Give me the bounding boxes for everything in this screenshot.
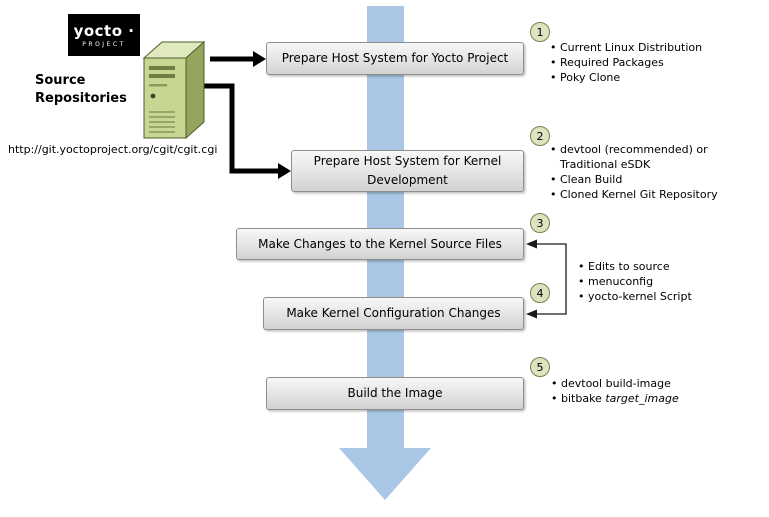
step3-4-shared-bullets: Edits to source menuconfig yocto-kernel …: [577, 259, 757, 304]
bullet-item-italic-text: target_image: [605, 392, 679, 405]
bullet-item-text: bitbake: [561, 392, 606, 405]
source-label-line2: Repositories: [35, 91, 127, 106]
yocto-logo-subtitle: PROJECT: [82, 41, 126, 48]
bullet-item: Cloned Kernel Git Repository: [549, 187, 749, 202]
bracket-arrowhead-step3: [526, 239, 537, 249]
repo-url: http://git.yoctoproject.org/cgit/cgit.cg…: [8, 143, 218, 156]
bullet-item: Current Linux Distribution: [549, 40, 761, 55]
step-circle-3: 3: [530, 213, 550, 233]
yocto-logo-title: yocto ·: [73, 22, 135, 40]
step5-bullets: devtool build-image bitbake target_image: [550, 376, 755, 406]
step-box-4-label: Make Kernel Configuration Changes: [286, 306, 501, 320]
bullet-item: Poky Clone: [549, 70, 761, 85]
bullet-item: menuconfig: [577, 274, 757, 289]
server-slot: [149, 84, 167, 87]
bullet-item: Required Packages: [549, 55, 761, 70]
step-box-5: Build the Image: [266, 377, 524, 410]
bullet-item: bitbake target_image: [550, 391, 755, 406]
source-repositories-label: Source Repositories: [35, 72, 127, 108]
step-box-3-label: Make Changes to the Kernel Source Files: [258, 236, 502, 251]
server-to-step2-arrowhead: [278, 163, 291, 179]
step-box-1-label: Prepare Host System for Yocto Project: [281, 51, 509, 65]
bullet-item: devtool build-image: [550, 376, 755, 391]
server-to-step2-arrow: [196, 83, 279, 174]
step-circle-4: 4: [530, 283, 550, 303]
step-box-2: Prepare Host System for Kernel Developme…: [291, 150, 524, 192]
step-box-3: Make Changes to the Kernel Source Files: [236, 228, 524, 260]
server-icon: [142, 40, 206, 140]
step-box-4: Make Kernel Configuration Changes: [263, 297, 524, 330]
step-box-2-label: Prepare Host System for Kernel Developme…: [313, 154, 502, 187]
server-drive-bay: [149, 66, 175, 70]
step-circle-2: 2: [530, 126, 550, 146]
step-circle-5: 5: [530, 357, 550, 377]
server-drive-bay: [149, 74, 175, 78]
server-side-face: [185, 40, 205, 140]
step-box-1: Prepare Host System for Yocto Project: [266, 42, 524, 75]
yocto-logo: yocto · PROJECT: [68, 14, 140, 56]
step-box-5-label: Build the Image: [347, 386, 443, 400]
bullet-item: Edits to source: [577, 259, 757, 274]
source-label-line1: Source: [35, 73, 86, 88]
bullet-item: devtool (recommended) or Traditional eSD…: [549, 142, 749, 172]
server-power-button: [150, 93, 156, 99]
step2-bullets: devtool (recommended) or Traditional eSD…: [549, 142, 749, 202]
shared-bullets-bracket: [536, 243, 567, 315]
server-to-step1-arrowhead: [253, 51, 266, 67]
server-front-face: [143, 57, 187, 139]
bracket-arrowhead-step4: [526, 309, 537, 319]
step1-bullets: Current Linux Distribution Required Pack…: [549, 40, 761, 85]
bullet-item: Clean Build: [549, 172, 749, 187]
bullet-item: yocto-kernel Script: [577, 289, 757, 304]
step-circle-1: 1: [530, 22, 550, 42]
